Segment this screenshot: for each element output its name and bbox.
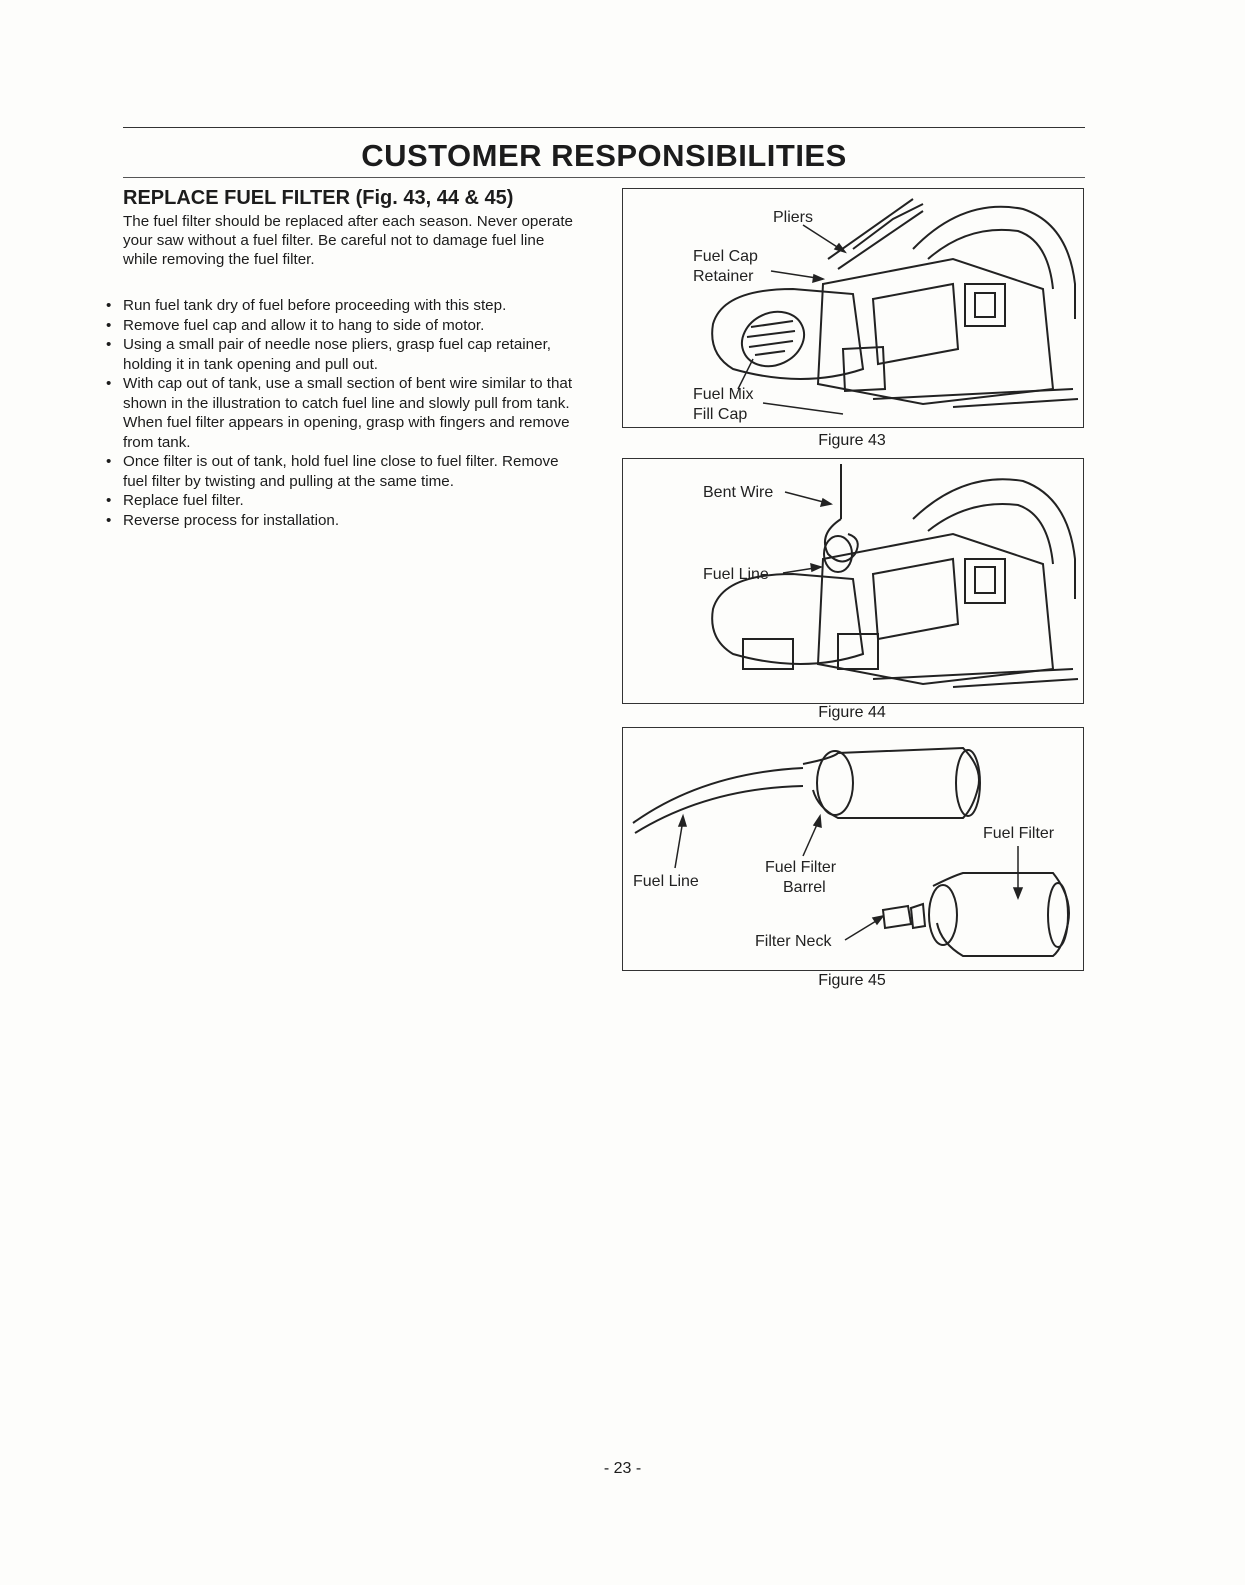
bullet-icon: • [106,375,112,392]
figure-44-illustration: Bent Wire Fuel Line [703,464,1079,688]
fuel-mix-leader [737,358,754,390]
label-fuel-filter-barrel-line2: Barrel [783,879,826,896]
arrow-icon [1012,887,1024,901]
figure-43: Pliers Fuel Cap Retainer Fuel Mix Fill C… [622,188,1084,428]
arrow-icon [812,273,826,284]
fill-cap-leader [762,402,844,415]
label-fuel-line: Fuel Line [633,873,699,890]
arrow-icon [819,497,833,507]
label-fuel-cap: Fuel Cap [693,248,758,265]
label-retainer: Retainer [693,268,754,285]
bullet-icon: • [106,316,112,334]
label-fuel-line: Fuel Line [703,566,769,583]
list-item: •Run fuel tank dry of fuel before procee… [106,297,507,314]
figure-45: Fuel Filter Fuel Line Fuel Filter Barrel… [622,727,1084,971]
title-rule [123,177,1085,178]
arrow-icon [810,562,824,573]
figure-44: Bent Wire Fuel Line [622,458,1084,704]
label-pliers: Pliers [773,209,813,226]
fuel-line-leader [674,819,684,869]
bullet-icon: • [106,336,112,353]
arrow-icon [871,914,885,926]
figure-43-caption: Figure 43 [818,432,886,449]
figure-44-caption: Figure 44 [818,704,886,721]
list-item: •Remove fuel cap and allow it to hang to… [106,316,485,334]
bullet-icon: • [106,492,112,509]
arrow-icon [677,813,688,827]
intro-paragraph: The fuel filter should be replaced after… [123,213,573,268]
list-item: •Using a small pair of needle nose plier… [106,336,552,373]
arrow-icon [812,813,822,829]
label-fill-cap: Fill Cap [693,406,747,423]
label-bent-wire: Bent Wire [703,484,773,501]
figure-45-caption: Figure 45 [818,972,886,989]
steps-list: •Run fuel tank dry of fuel before procee… [106,296,578,530]
section-heading: REPLACE FUEL FILTER (Fig. 43, 44 & 45) [123,187,514,209]
bullet-icon: • [106,453,112,470]
list-item: •Reverse process for installation. [106,511,340,529]
bullet-icon: • [106,297,112,314]
list-item: •With cap out of tank, use a small secti… [106,375,573,451]
label-fuel-mix: Fuel Mix [693,386,753,403]
figure-45-illustration: Fuel Filter Fuel Line Fuel Filter Barrel… [632,746,1070,957]
bullet-icon: • [106,511,112,529]
top-rule [123,127,1085,128]
arrow-icon [833,242,847,254]
label-fuel-filter: Fuel Filter [983,825,1055,842]
label-fuel-filter-barrel-line1: Fuel Filter [765,859,837,876]
page-title: CUSTOMER RESPONSIBILITIES [361,138,847,173]
list-item: •Replace fuel filter. [106,492,244,509]
list-item: •Once filter is out of tank, hold fuel l… [106,453,559,490]
label-filter-neck: Filter Neck [755,933,832,950]
page-number: - 23 - [603,1460,642,1477]
figure-43-illustration: Pliers Fuel Cap Retainer Fuel Mix Fill C… [693,198,1079,423]
